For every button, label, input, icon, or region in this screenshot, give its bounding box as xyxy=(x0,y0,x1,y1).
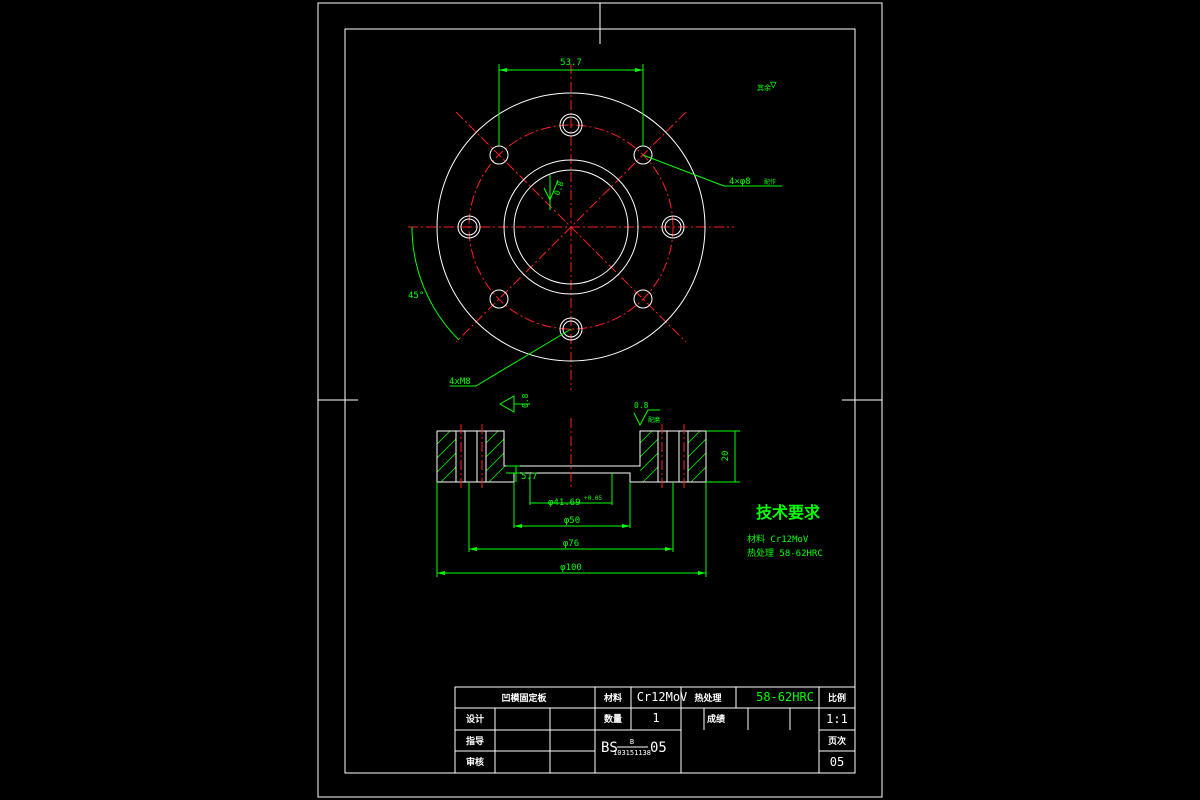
hole-left-inner xyxy=(460,218,478,236)
tb-drawing-super: B xyxy=(630,738,634,746)
dim-step: 5.7 xyxy=(521,472,537,482)
tech-requirements: 技术要求 材料 Cr12MoV 热处理 58-62HRC xyxy=(747,503,823,559)
roughness-other-label: 其余 xyxy=(757,83,771,92)
tb-designer-label: 设计 xyxy=(466,713,484,725)
tech-req-material: 材料 Cr12MoV xyxy=(747,533,809,545)
tb-drawing-prefix: BS xyxy=(601,740,618,756)
tb-drawing-sub: 103151138 xyxy=(613,749,651,757)
dim-height: 20 xyxy=(721,451,731,462)
tb-drawing-suffix: 05 xyxy=(650,740,667,756)
callout-holes-leader xyxy=(642,154,725,187)
tb-scale-label: 比例 xyxy=(828,692,846,704)
hole-bottom xyxy=(559,317,583,341)
roughness-right-note: 配磨 xyxy=(648,416,660,424)
dim-d76: φ76 xyxy=(563,539,579,549)
callout-holes: 4×φ8 xyxy=(729,177,751,187)
dim-angle-arc xyxy=(411,226,460,341)
roughness-bore-symbol xyxy=(543,179,559,202)
hole-bottom-inner xyxy=(562,320,580,338)
hole-left xyxy=(457,215,481,239)
tech-req-title: 技术要求 xyxy=(756,503,821,522)
tb-sheet-value: 05 xyxy=(830,755,844,769)
hole-right xyxy=(661,215,685,239)
dim-bore-tol: +0.05 xyxy=(584,495,602,502)
callout-holes-note: 配作 xyxy=(764,178,776,186)
pin-hole-bottom-right xyxy=(633,289,653,309)
hole-right-inner xyxy=(664,218,682,236)
tech-req-heat: 热处理 58-62HRC xyxy=(747,547,823,559)
hole-top xyxy=(559,113,583,137)
tb-scale-value: 1:1 xyxy=(826,712,848,726)
dim-bore: φ41.69 xyxy=(548,498,581,508)
tb-sheet-label: 页次 xyxy=(828,735,846,747)
section-view: 20 5.7 0.8 0.8 配磨 φ41.69 +0.05 φ50 φ76 xyxy=(436,393,740,577)
tb-grade-label: 成绩 xyxy=(707,713,725,725)
outer-flange-circle xyxy=(436,92,706,362)
roughness-right-symbol xyxy=(633,409,649,427)
bolt-circle xyxy=(468,124,674,330)
bolt-holes xyxy=(457,113,685,341)
section-hatching xyxy=(436,430,707,483)
tb-quantity-value: 1 xyxy=(652,711,659,725)
dim-d100: φ100 xyxy=(560,563,582,573)
centerline-diagonal-b xyxy=(455,111,687,343)
hole-top-inner xyxy=(562,116,580,134)
roughness-other: 其余 ▽ xyxy=(757,78,777,92)
callout-threads: 4xM8 xyxy=(449,377,471,387)
tb-material-label: 材料 xyxy=(603,692,622,704)
tb-material-value: Cr12MoV xyxy=(637,690,688,704)
tb-part-name: 凹模固定板 xyxy=(501,692,547,704)
roughness-right: 0.8 xyxy=(634,401,649,410)
roughness-left: 0.8 xyxy=(521,393,530,408)
bore-circle xyxy=(513,169,629,285)
pin-hole-bottom-left xyxy=(489,289,509,309)
dim-d50: φ50 xyxy=(564,516,580,526)
callout-threads-leader xyxy=(475,328,572,387)
tb-reviewer-label: 审核 xyxy=(466,756,484,768)
tb-heat-label: 热处理 xyxy=(694,692,721,704)
tb-heat-value: 58-62HRC xyxy=(756,690,814,704)
dim-bolt-spacing: 53.7 xyxy=(560,58,582,68)
step-circle xyxy=(503,159,639,295)
dim-angle: 45° xyxy=(408,291,424,301)
tb-instructor-label: 指导 xyxy=(466,735,484,747)
roughness-other-symbol: ▽ xyxy=(770,78,777,91)
title-block: 凹模固定板 材料 Cr12MoV 热处理 58-62HRC 比例 设计 数量 1… xyxy=(454,686,856,774)
tb-quantity-label: 数量 xyxy=(604,713,622,725)
top-view: 53.7 45° 4×φ8 配作 4xM8 0.8 xyxy=(408,58,782,390)
